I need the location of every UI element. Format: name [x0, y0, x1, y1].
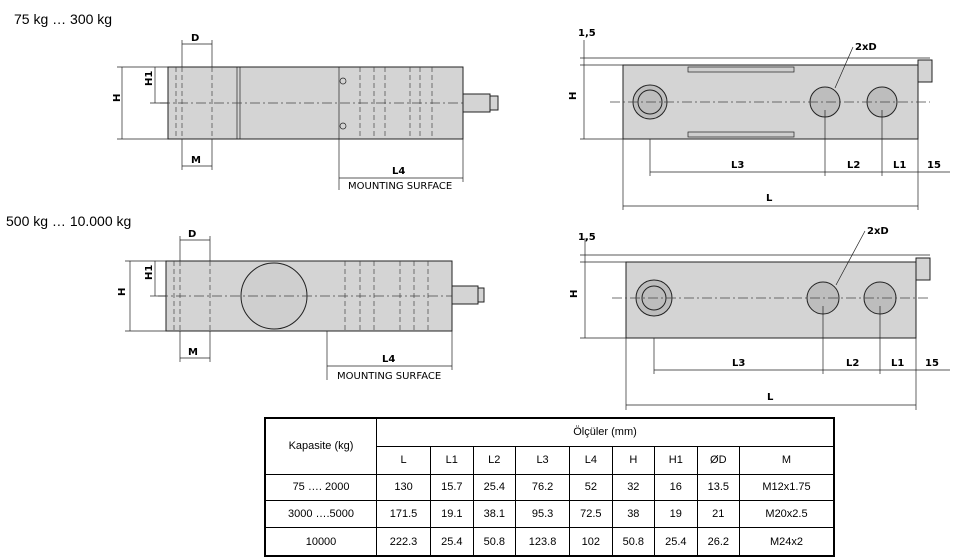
- dim-l2-large: L2: [846, 358, 859, 369]
- col-header: H1: [654, 445, 698, 475]
- col-header: M: [739, 445, 835, 475]
- dim-l1-small: L1: [893, 160, 906, 171]
- table-cell: 123.8: [515, 527, 571, 557]
- col-header: L3: [515, 445, 571, 475]
- table-cell: M20x2.5: [739, 500, 835, 529]
- col-header: L: [375, 445, 432, 475]
- dim-m-small: M: [191, 155, 201, 166]
- table-cell: 171.5: [375, 500, 432, 529]
- dim-offset-small: 1,5: [578, 28, 596, 39]
- capacity-cell: 3000 ….5000: [264, 500, 377, 529]
- table-cell: 26.2: [696, 527, 741, 557]
- table-cell: M12x1.75: [739, 473, 835, 502]
- range-label-large: 500 kg … 10.000 kg: [6, 213, 132, 229]
- holes-label-small: 2xD: [855, 42, 877, 53]
- capacity-header: Kapasite (kg): [264, 417, 377, 475]
- table-cell: 13.5: [696, 473, 741, 502]
- dim-l1-large: L1: [891, 358, 904, 369]
- mounting-surface-large: MOUNTING SURFACE: [337, 371, 441, 382]
- dim-m-large: M: [188, 347, 198, 358]
- table-cell: 16: [654, 473, 698, 502]
- dim-l3-small: L3: [731, 160, 744, 171]
- dimensions-header: Ölçüler (mm): [376, 417, 835, 447]
- dim-h1-large: H1: [144, 265, 155, 280]
- range-label-small: 75 kg … 300 kg: [14, 11, 113, 27]
- table-cell: 25.4: [430, 527, 474, 557]
- dim-h1-small: H1: [144, 71, 155, 86]
- table-cell: 50.8: [472, 527, 517, 557]
- table-cell: 25.4: [654, 527, 698, 557]
- table-cell: 19: [654, 500, 698, 529]
- col-header: ØD: [696, 445, 741, 475]
- mounting-surface-small: MOUNTING SURFACE: [348, 181, 452, 192]
- table-cell: 19.1: [430, 500, 474, 529]
- dim-l2-small: L2: [847, 160, 860, 171]
- table-cell: 15.7: [430, 473, 474, 502]
- dim-gap-small: 15: [927, 160, 941, 171]
- capacity-cell: 75 …. 2000: [264, 473, 377, 502]
- table-cell: 76.2: [515, 473, 571, 502]
- dim-l4-large: L4: [382, 354, 395, 365]
- col-header: H: [611, 445, 656, 475]
- table-cell: 52: [569, 473, 613, 502]
- table-cell: M24x2: [739, 527, 835, 557]
- table-cell: 38: [611, 500, 656, 529]
- dimensions-table: Kapasite (kg) Ölçüler (mm) L L1 L2 L3 L4…: [264, 417, 835, 557]
- table-cell: 222.3: [375, 527, 432, 557]
- dim-h-top-small: H: [568, 92, 579, 100]
- table-row: 3000 ….5000 171.5 19.1 38.1 95.3 72.5 38…: [264, 500, 835, 529]
- table-cell: 21: [696, 500, 741, 529]
- table-cell: 32: [611, 473, 656, 502]
- col-header: L2: [472, 445, 517, 475]
- dim-offset-large: 1,5: [578, 232, 596, 243]
- dim-d-small: D: [191, 33, 199, 44]
- table-cell: 38.1: [472, 500, 517, 529]
- capacity-cell: 10000: [264, 527, 377, 557]
- table-cell: 25.4: [472, 473, 517, 502]
- dim-l-small: L: [766, 193, 773, 204]
- holes-label-large: 2xD: [867, 226, 889, 237]
- col-header: L4: [569, 445, 613, 475]
- dim-l4-small: L4: [392, 166, 405, 177]
- column-header-row: L L1 L2 L3 L4 H H1 ØD M: [265, 445, 835, 475]
- table-row: 10000 222.3 25.4 50.8 123.8 102 50.8 25.…: [264, 527, 835, 557]
- dim-l-large: L: [767, 392, 774, 403]
- dim-gap-large: 15: [925, 358, 939, 369]
- dim-h-top-large: H: [569, 290, 580, 298]
- dim-l3-large: L3: [732, 358, 745, 369]
- table-cell: 130: [375, 473, 432, 502]
- table-row: 75 …. 2000 130 15.7 25.4 76.2 52 32 16 1…: [264, 473, 835, 502]
- dim-h-large: H: [117, 288, 128, 296]
- table-cell: 95.3: [515, 500, 571, 529]
- col-header: L1: [430, 445, 474, 475]
- dim-h-small: H: [112, 94, 123, 102]
- table-cell: 50.8: [611, 527, 656, 557]
- table-cell: 102: [569, 527, 613, 557]
- table-cell: 72.5: [569, 500, 613, 529]
- dim-d-large: D: [188, 229, 196, 240]
